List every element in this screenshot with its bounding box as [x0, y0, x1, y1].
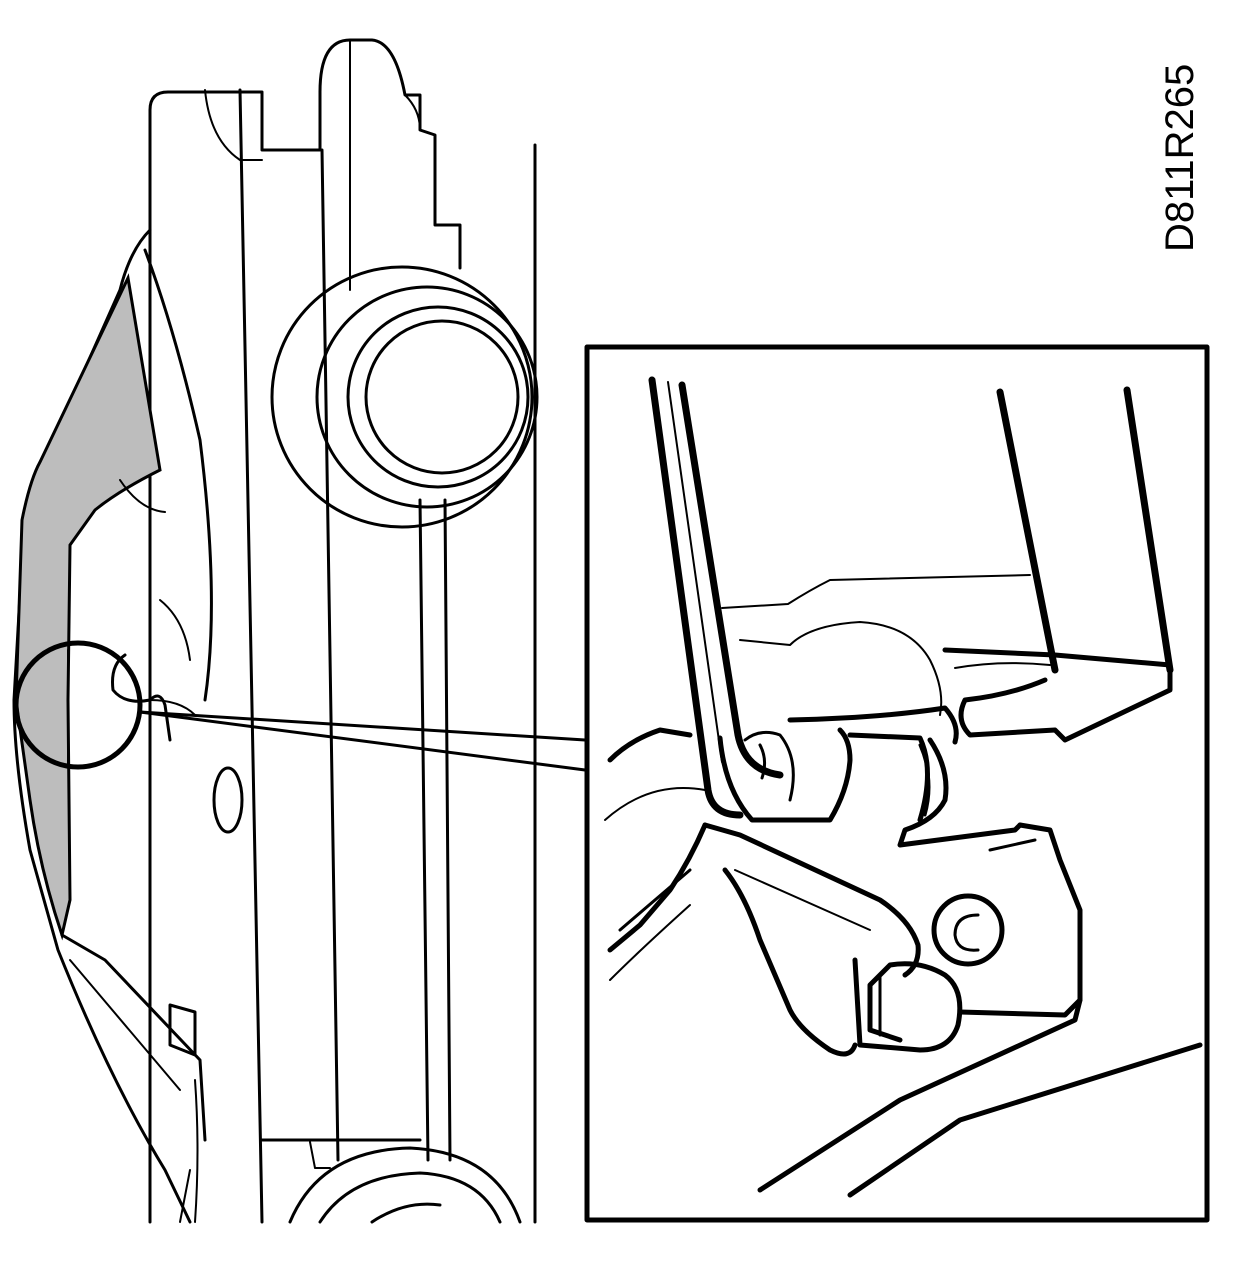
reference-code: D811R265	[1158, 64, 1202, 252]
body-bracket	[957, 822, 1083, 1018]
door-rail-outer	[648, 376, 744, 819]
retaining-clip	[852, 957, 963, 1053]
body-panel-edge-1	[757, 997, 1083, 1193]
rear-wheel	[179, 1146, 522, 1224]
sill-line	[418, 498, 430, 1162]
inset-frame	[584, 344, 1210, 1223]
hinge-rail-left	[996, 388, 1059, 674]
body-line-2	[320, 148, 340, 1162]
front-wheel	[270, 265, 539, 529]
hinge-bracket	[942, 647, 1173, 743]
leader-line-2	[138, 710, 587, 772]
body-panel-edge-2	[847, 1042, 1203, 1198]
hinge-pin	[717, 727, 853, 823]
leader-line-1	[138, 710, 587, 742]
hinge-rail-right	[1123, 386, 1174, 674]
detail-inset	[584, 344, 1210, 1223]
body-line-1	[238, 88, 264, 1224]
windshield-glass	[14, 273, 162, 941]
detail-callout-circle	[13, 640, 143, 770]
sill-line-2	[443, 498, 452, 1162]
roof-line	[12, 228, 192, 1224]
door-handle	[212, 766, 244, 834]
car-side-view	[12, 38, 587, 1224]
door-mirror	[111, 653, 172, 742]
bolt-head	[931, 893, 1005, 967]
lever-arm	[702, 822, 921, 978]
front-bumper	[148, 38, 462, 1224]
door-rail-inner	[678, 381, 784, 779]
